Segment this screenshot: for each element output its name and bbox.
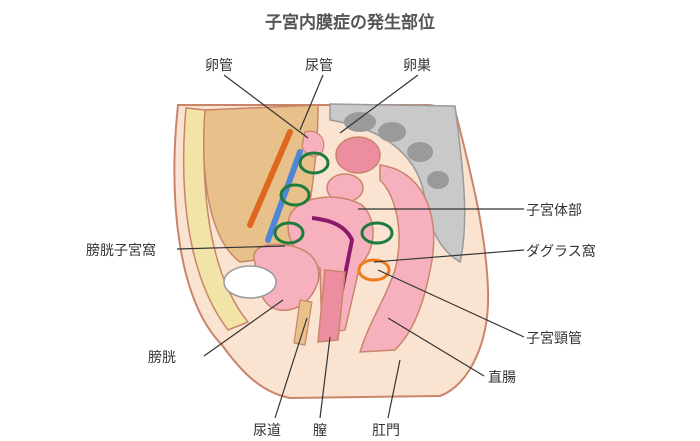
label-oviduct: 卵管 [205,58,233,74]
leader-urethra [274,317,308,419]
leader-oviduct [223,74,309,139]
ureter-line [265,149,303,243]
leader-vagina [319,336,331,419]
label-rectum: 直腸 [488,370,516,386]
label-ureter: 尿管 [305,58,333,74]
rectum [358,164,435,353]
site-marker-uterus-body [360,221,394,245]
label-cervix: 子宮頸管 [526,331,582,347]
leader-douglas [373,249,525,263]
label-ovary: 卵巣 [403,58,431,74]
site-marker-oviduct [279,183,311,207]
bowel-loop-1 [335,136,381,174]
vertebra-2 [378,122,406,142]
leader-ureter [299,74,324,131]
vertebra-3 [407,142,433,162]
label-urethra: 尿道 [253,423,281,439]
site-marker-ovary [298,151,330,175]
label-uterus-body: 子宮体部 [526,203,582,219]
urethra-tube [293,299,313,346]
label-vagina: 膣 [313,423,327,439]
leader-lines [176,74,525,419]
leader-rectum [387,317,485,377]
label-douglas: ダグラス窩 [526,244,596,260]
pubic-bone [223,265,277,299]
vertebra-4 [427,171,449,189]
leader-anus [387,359,401,419]
bladder [253,243,320,311]
site-marker-douglas [357,258,391,282]
label-bladder: 膀胱 [148,350,176,366]
site-marker-vesicouterine [273,221,305,245]
label-vesicouterine: 膀胱子宮窩 [86,243,156,259]
oviduct-line [247,129,293,228]
leader-bladder [203,299,284,357]
vertebra-1 [344,112,376,132]
leader-cervix [377,269,525,338]
leader-vesicouterine [176,245,286,250]
diagram-title: 子宮内膜症の発生部位 [265,13,435,33]
leader-ovary [339,74,419,134]
uterus-cavity [311,216,355,339]
vagina-canal [317,269,346,343]
label-anus: 肛門 [372,423,400,439]
